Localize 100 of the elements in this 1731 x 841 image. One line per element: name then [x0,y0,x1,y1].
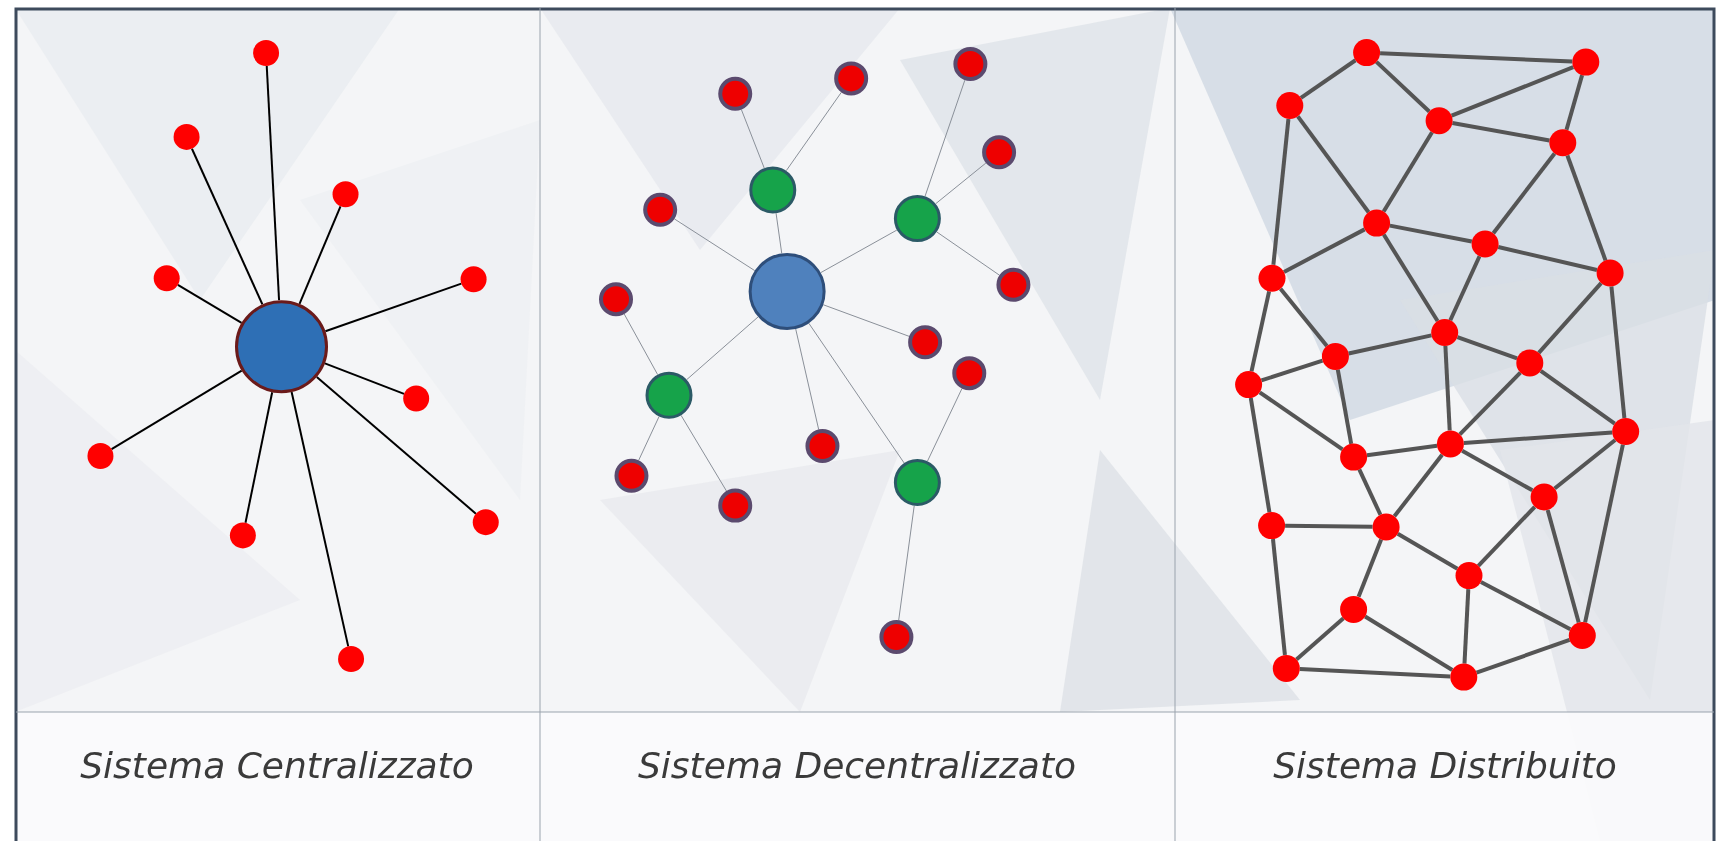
connection-line [244,391,274,524]
connection-line [820,229,898,274]
node-dot [173,123,200,150]
connection-line [926,388,963,462]
node-dot [1450,663,1478,691]
node-dot [1372,513,1400,541]
node-dot [1276,92,1304,119]
connection-line [1260,358,1324,383]
node-dot [1235,371,1263,399]
connection-line [1475,638,1571,675]
node-dot [834,61,869,96]
connection-line [1295,616,1345,661]
connection-line [1458,371,1522,436]
connection-line [795,328,820,430]
connection-line [1356,538,1383,598]
node-dot [229,522,256,549]
node-dot [1516,349,1544,377]
connection-line [190,147,264,306]
node-dot [403,385,430,412]
node-dot [643,192,678,227]
connection-line [1296,115,1371,214]
connection-line [1348,333,1432,356]
connection-line [1364,614,1454,672]
connection-line [1389,223,1473,244]
connection-line [1248,397,1272,513]
connection-line [785,91,842,172]
connection-line [265,64,281,302]
connection-line [1258,390,1344,452]
node-dot [472,509,499,536]
connection-line [176,283,243,324]
node-dot [153,265,180,292]
connection-line [1249,290,1272,372]
node-dot [1258,264,1286,292]
connection-line [638,416,660,461]
node-dot [1455,562,1483,590]
node-dot [1431,319,1459,346]
sub-hub-node [893,195,941,243]
connection-line [936,231,1000,276]
node-dot [982,135,1017,170]
connection-line [1285,523,1373,529]
sub-hub-node [749,166,797,214]
node-dot [1272,654,1300,682]
connection-line [1299,667,1451,679]
node-dot [1530,483,1558,511]
connection-line [1545,509,1581,623]
node-dot [1353,39,1381,67]
connection-line [1537,281,1603,355]
connection-line [110,369,243,451]
node-dot [1549,129,1577,157]
node-dot [1258,512,1286,540]
connection-line [1366,443,1438,458]
connection-line [898,505,915,621]
connection-line [1491,152,1557,235]
connection-line [1480,580,1572,631]
sub-hub-node [645,371,693,419]
connection-line [323,362,406,395]
connection-line [1375,60,1431,113]
node-dot [1612,418,1640,445]
node-dot [1436,430,1464,458]
node-dot [952,356,987,391]
connection-line [673,218,756,272]
node-dot [718,76,753,111]
connection-line [1380,51,1573,64]
node-dot [953,47,988,82]
connection-line [740,109,765,169]
connection-line [680,414,727,492]
connection-line [1335,369,1354,445]
connection-line [1583,444,1625,623]
node-dot [1340,595,1368,623]
connection-line [686,316,759,381]
connection-line [1450,65,1574,118]
node-dot [1321,342,1349,370]
connection-line [1476,505,1537,568]
connection-line [315,375,477,515]
node-dot [805,429,840,463]
connection-line [808,322,905,464]
connection-line [623,313,659,376]
node-dot [253,40,280,66]
node-dot [1572,48,1600,76]
hub-node [235,300,328,394]
connection-line [1461,448,1534,493]
connection-line [1539,369,1616,426]
node-dot [1363,209,1391,237]
panel-caption: Sistema Centralizzato [80,745,474,786]
connection-line [1463,430,1613,446]
node-dot [338,646,365,673]
connection-line [1462,588,1471,664]
node-dot [1596,259,1624,287]
node-dot [87,442,114,469]
node-dot [1340,443,1368,471]
node-dot [908,325,943,360]
connection-line [1392,453,1444,518]
connection-line [924,79,966,197]
node-dot [332,181,359,208]
connection-line [822,304,910,337]
connection-line [1565,154,1608,261]
connection-line [290,391,350,648]
connection-line [1382,233,1440,323]
node-dot [718,488,753,523]
node-dot [599,282,633,317]
